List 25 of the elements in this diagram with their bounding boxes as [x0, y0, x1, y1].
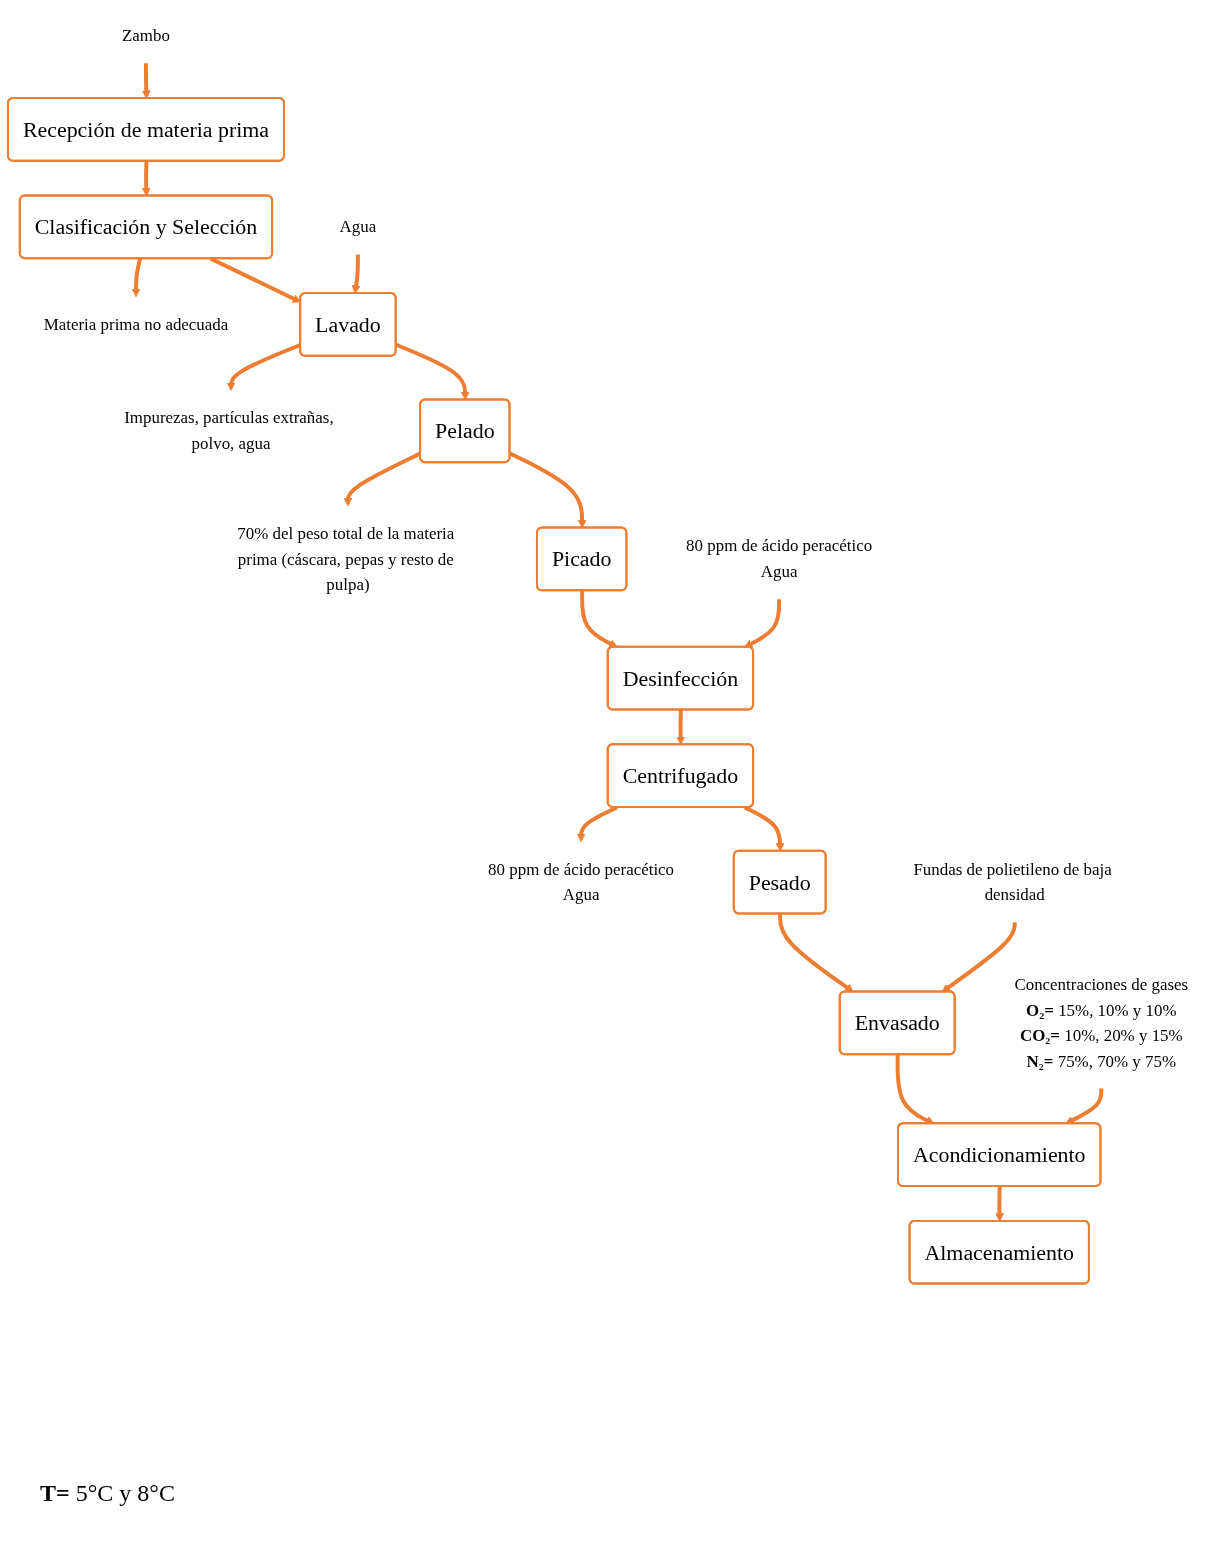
node-text: 80 ppm de ácido peracético Agua	[488, 859, 675, 904]
arrow	[141, 161, 151, 197]
arrow	[995, 1186, 1004, 1222]
arrow	[509, 451, 587, 529]
arrow	[580, 590, 618, 648]
arrow	[743, 805, 785, 852]
arrow	[351, 254, 361, 294]
node-text: 70% del peso total de la materia prima (cáscara, pepas y resto de pulpa)	[237, 523, 455, 594]
arrow	[778, 913, 854, 993]
node-text: Concentraciones de gases O₂= 15%, 10% y 10% CO₂= 10%, 20% y 15% N₂= 75%, 70% y 75%	[1014, 975, 1189, 1071]
arrow	[941, 922, 1017, 993]
node-text: Agua	[339, 217, 377, 237]
node-text: Impurezas, partículas extrañas, polvo, agua	[124, 408, 334, 453]
arrow	[743, 599, 782, 648]
node-text: Zambo	[122, 25, 170, 45]
arrow	[676, 709, 686, 746]
arrow	[576, 805, 618, 843]
arrow	[131, 258, 142, 298]
temperature-note: T= 5°C y 8°C	[40, 1480, 175, 1507]
node-text: Fundas de polietileno de baja densidad	[913, 859, 1112, 904]
node-text: Materia prima no adecuada	[43, 314, 229, 334]
arrow	[395, 342, 470, 401]
arrow	[141, 63, 151, 99]
arrow	[895, 1054, 935, 1125]
node-text: 80 ppm de ácido peracético Agua	[686, 536, 873, 581]
